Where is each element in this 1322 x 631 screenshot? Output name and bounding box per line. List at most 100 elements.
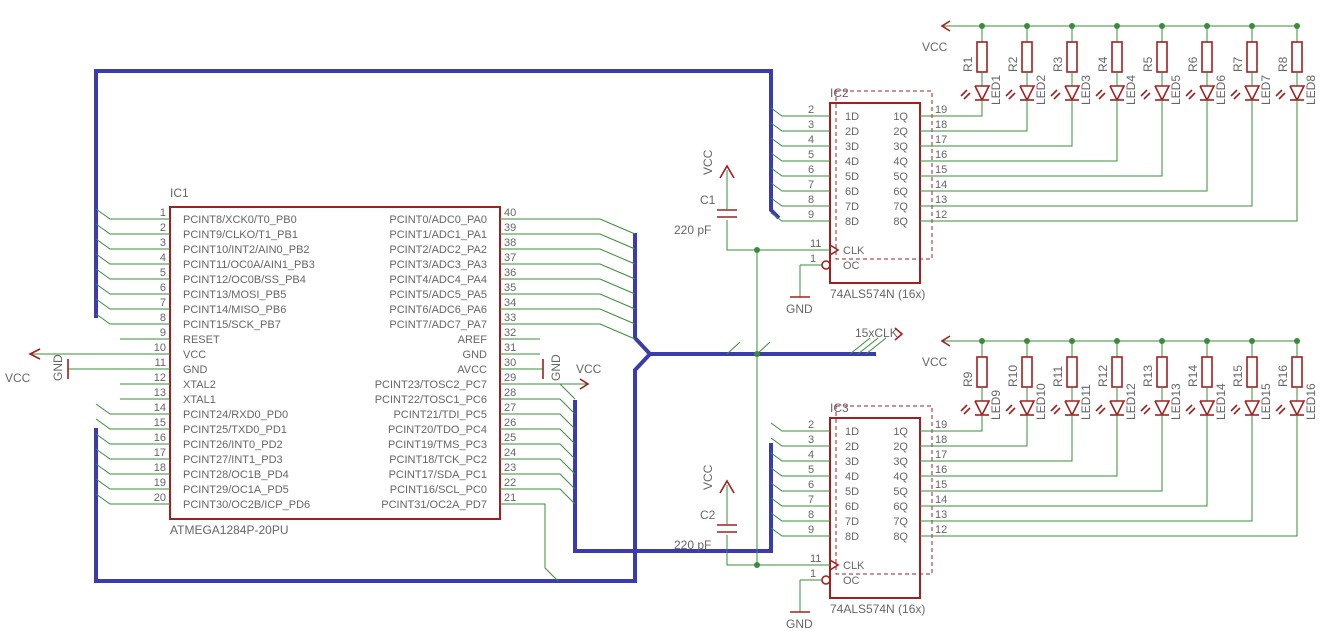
latch-pin-label: 3Q bbox=[893, 456, 908, 468]
latch-pin-number: 3 bbox=[808, 434, 814, 446]
vcc-arrow bbox=[579, 378, 590, 390]
latch-pin-number: 2 bbox=[808, 104, 814, 116]
led-ray bbox=[1008, 407, 1016, 415]
led-diode bbox=[1064, 400, 1081, 417]
mcu-pin-number: 37 bbox=[504, 252, 516, 264]
led-name: LED16 bbox=[1304, 383, 1318, 420]
mcu-pin-label: PCINT9/CLKO/T1_PB1 bbox=[183, 229, 298, 241]
resistor-name: R13 bbox=[1141, 365, 1155, 387]
mcu-pin-number: 12 bbox=[154, 372, 166, 384]
mcu-pin-label: PCINT18/TCK_PC2 bbox=[389, 454, 487, 466]
latch-pin-label: 8Q bbox=[893, 531, 908, 543]
resistor bbox=[1066, 41, 1078, 73]
bus-entry bbox=[540, 263, 636, 280]
bus-entry bbox=[540, 488, 576, 505]
latch-pin-label: 6Q bbox=[893, 186, 908, 198]
latch-pin-number: 6 bbox=[808, 164, 814, 176]
mcu-pin-number: 36 bbox=[504, 267, 516, 279]
resistor bbox=[1066, 356, 1078, 388]
resistor-name: R14 bbox=[1186, 365, 1200, 387]
resistor-name: R11 bbox=[1051, 366, 1065, 387]
led-wire bbox=[948, 100, 983, 117]
mcu-pin-number: 32 bbox=[504, 327, 516, 339]
latch-pin-number: 8 bbox=[808, 194, 814, 206]
mcu-pin-number: 31 bbox=[504, 342, 516, 354]
mcu-pin-label: PCINT0/ADC0_PA0 bbox=[389, 214, 487, 226]
bus-entry bbox=[95, 268, 120, 280]
vcc-arrow bbox=[719, 164, 735, 179]
latch-pin-label: 8D bbox=[845, 531, 859, 543]
gnd-label: GND bbox=[786, 302, 813, 316]
led-ray bbox=[1275, 89, 1283, 97]
mcu-pin-label: PCINT2/ADC2_PA2 bbox=[389, 244, 487, 256]
mcu-pin-number: 39 bbox=[504, 222, 516, 234]
led-diode bbox=[1109, 85, 1126, 102]
latch-pin-number: 17 bbox=[935, 449, 947, 461]
latch-pin-label: 4D bbox=[845, 471, 859, 483]
bus-entry bbox=[770, 152, 790, 162]
resistor bbox=[1246, 41, 1258, 73]
led-ray bbox=[1185, 404, 1193, 412]
mcu-value: ATMEGA1284P-20PU bbox=[170, 523, 289, 537]
led-ray bbox=[1233, 407, 1241, 415]
mcu-pin-label: PCINT29/OC1A_PD5 bbox=[183, 484, 289, 496]
bus-entry bbox=[95, 463, 120, 475]
latch-pin-label: 5D bbox=[845, 171, 859, 183]
led-wire bbox=[948, 100, 1208, 192]
led-diode bbox=[1244, 85, 1261, 102]
led-ray bbox=[1005, 404, 1013, 412]
mcu-pin-label: PCINT11/OC0A/AIN1_PB3 bbox=[183, 259, 315, 271]
latch-pin-label: 2Q bbox=[893, 126, 908, 138]
led-diode bbox=[1019, 85, 1036, 102]
latch-pin-label: 4Q bbox=[893, 156, 908, 168]
latch-pin-number: 17 bbox=[935, 134, 947, 146]
mcu-pin-number: 14 bbox=[154, 402, 166, 414]
resistor bbox=[1156, 41, 1168, 73]
bus-entry bbox=[540, 233, 636, 250]
led-name: LED14 bbox=[1214, 383, 1228, 420]
resistor-name: R15 bbox=[1231, 365, 1245, 387]
bus-entry bbox=[540, 428, 576, 445]
bus-entry bbox=[540, 413, 576, 430]
latch-pin-label: 5Q bbox=[893, 486, 908, 498]
clk-triangle bbox=[829, 244, 840, 256]
mcu-pin-number: 4 bbox=[160, 252, 166, 264]
led-ray bbox=[1098, 92, 1106, 100]
bus-entry bbox=[770, 452, 790, 462]
bus-entry bbox=[540, 248, 636, 265]
bus-entry bbox=[770, 482, 790, 492]
resistor-name: R4 bbox=[1096, 56, 1110, 72]
mcu-pin-label: PCINT8/XCK0/T0_PB0 bbox=[183, 214, 297, 226]
latch-pin-label: CLK bbox=[843, 245, 865, 257]
resistor-name: R7 bbox=[1231, 56, 1245, 72]
mcu-pin-number: 20 bbox=[154, 492, 166, 504]
mcu-pin-label: PCINT27/INT1_PD3 bbox=[183, 454, 283, 466]
latch-pin-number: 16 bbox=[935, 464, 947, 476]
latch-pin-number: 5 bbox=[808, 464, 814, 476]
latch-pin-number: 16 bbox=[935, 149, 947, 161]
latch-pin-label: 7D bbox=[845, 201, 859, 213]
bus-bottom-left bbox=[94, 233, 653, 583]
latch-pin-number: 13 bbox=[935, 509, 947, 521]
latch-name: IC2 bbox=[830, 86, 849, 100]
clk-wire bbox=[726, 220, 800, 251]
vcc-arrow bbox=[940, 20, 951, 32]
led-name: LED15 bbox=[1259, 383, 1273, 420]
mcu-pin-number: 1 bbox=[160, 207, 166, 219]
resistor bbox=[1291, 41, 1303, 73]
mcu-pin-label: AREF bbox=[458, 334, 488, 346]
led-wire bbox=[948, 415, 1253, 522]
bus-entry bbox=[95, 298, 120, 310]
resistor bbox=[1291, 356, 1303, 388]
bus-entry bbox=[770, 197, 790, 207]
clk-bus-arrow bbox=[894, 327, 904, 341]
led-ray bbox=[1095, 89, 1103, 97]
mcu-pin-label: PCINT30/OC2B/ICP_PD6 bbox=[183, 499, 310, 511]
bus-entry bbox=[726, 341, 741, 355]
latch-pin-number: 11 bbox=[810, 553, 821, 565]
bus-entry bbox=[95, 493, 120, 505]
led-diode bbox=[1109, 400, 1126, 417]
mcu-pin-label: PCINT14/MISO_PB6 bbox=[183, 304, 286, 316]
latch-pin-number: 12 bbox=[935, 524, 947, 536]
vcc-label: VCC bbox=[922, 355, 948, 369]
